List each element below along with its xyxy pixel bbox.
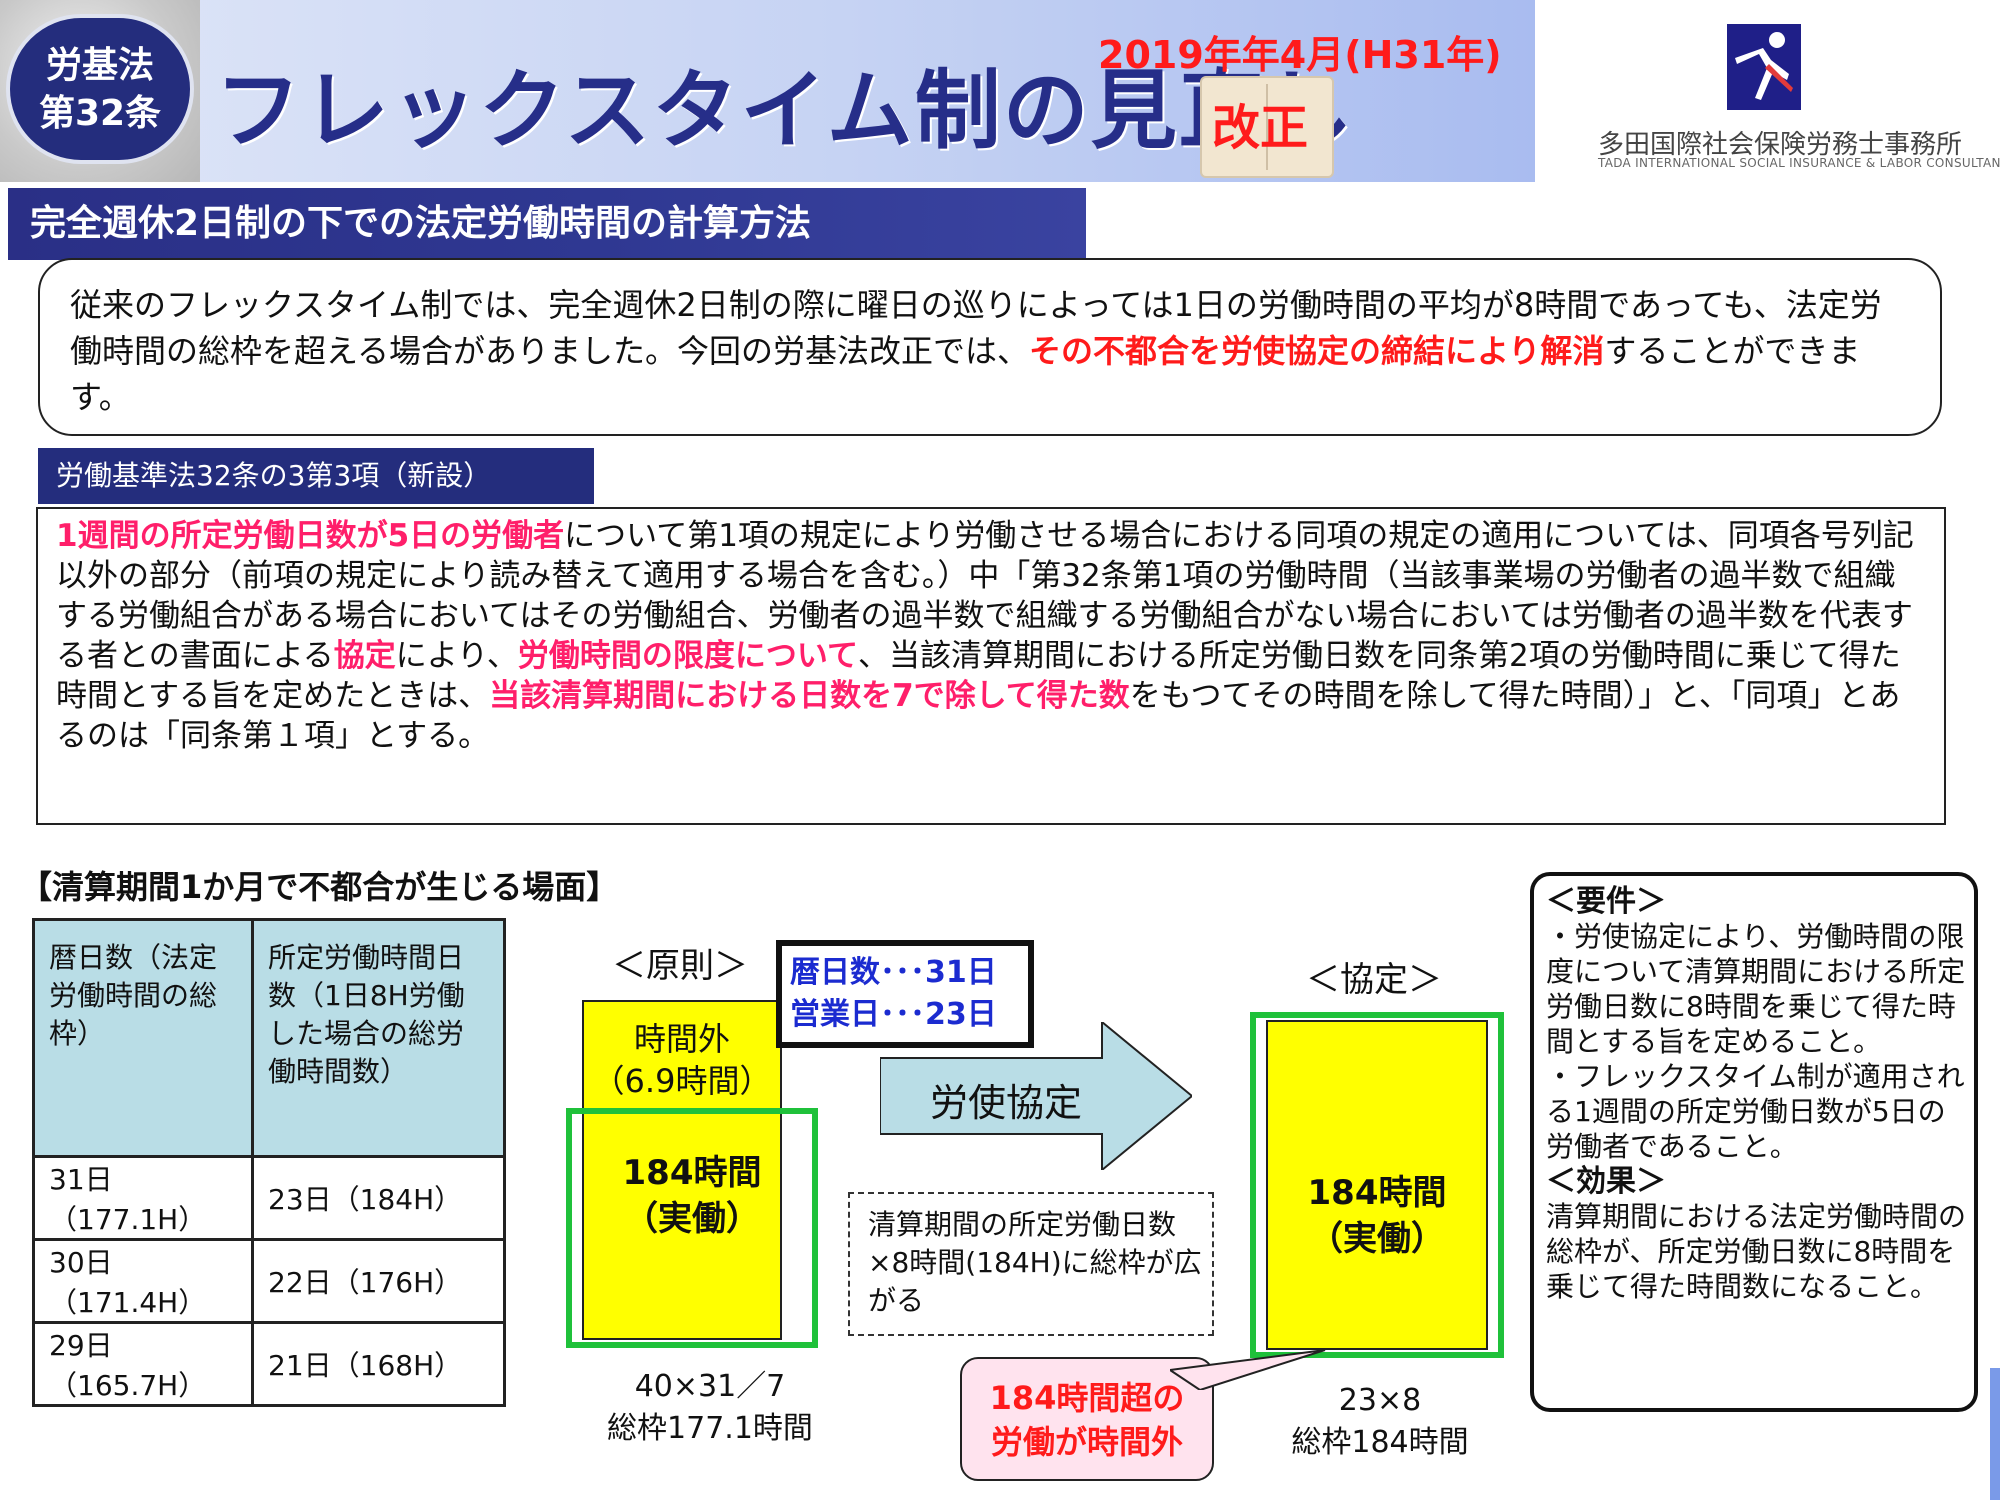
table-row: 31日（177.1H） 23日（184H） — [32, 1155, 506, 1241]
table-cell: 23日（184H） — [251, 1155, 506, 1241]
agreement-actual-line2: （実働） — [1309, 1219, 1445, 1259]
table-row: 30日（171.4H） 22日（176H） — [32, 1238, 506, 1324]
requirement-item: ・労使協定により、労働時間の限度について清算期間における所定労働日数に8時間を乗… — [1546, 920, 1966, 1058]
agreement-actual-line1: 184時間 — [1307, 1173, 1447, 1213]
principle-actual-line1: 184時間 — [622, 1153, 762, 1193]
law-badge: 労基法 第32条 — [6, 14, 194, 164]
table-cell: 22日（176H） — [251, 1238, 506, 1324]
agreement-actual: 184時間 （実働） — [1250, 1170, 1504, 1262]
open-book-icon — [1200, 76, 1334, 178]
office-name-jp: 多田国際社会保険労務士事務所 — [1598, 130, 1963, 160]
agreement-label: ＜協定＞ — [1306, 960, 1442, 1000]
principle-overtime: 時間外 （6.9時間） — [582, 1018, 782, 1102]
article-seg7: 当該清算期間における日数を7で除して得た数 — [489, 678, 1130, 714]
intro-box — [38, 258, 1942, 436]
table-cell: 29日（165.7H） — [32, 1321, 254, 1407]
info-line2: 営業日･･･23日 — [790, 997, 997, 1032]
requirement-item: ・フレックスタイム制が適用される1週間の所定労働日数が5日の労働者であること。 — [1546, 1060, 1965, 1163]
days-table: 暦日数（法定労働時間の総枠） 所定労働時間日数（1日8H労働した場合の総労働時間… — [32, 918, 506, 1407]
agreement-formula-line2: 総枠184時間 — [1291, 1425, 1469, 1460]
principle-actual: 184時間 （実働） — [566, 1150, 818, 1242]
article-seg5: 労働時間の限度について — [517, 638, 858, 674]
table-header-scheduled-days: 所定労働時間日数（1日8H労働した場合の総労働時間数） — [251, 918, 506, 1158]
intro-text: 従来のフレックスタイム制では、完全週休2日制の際に曜日の巡りによっては1日の労働… — [70, 282, 1910, 420]
info-text: 暦日数･･･31日 営業日･･･23日 — [790, 952, 997, 1036]
dashed-note-box — [848, 1192, 1214, 1336]
principle-bar — [582, 1000, 782, 1340]
right-arrow-icon — [880, 1022, 1192, 1170]
requirements-content: ＜要件＞ ・労使協定により、労働時間の限度について清算期間における所定労働日数に… — [1546, 884, 1966, 1304]
table-header-row: 暦日数（法定労働時間の総枠） 所定労働時間日数（1日8H労働した場合の総労働時間… — [32, 918, 506, 1158]
article-seg4: により、 — [395, 638, 518, 674]
info-line1: 暦日数･･･31日 — [790, 955, 997, 990]
principle-formula-line2: 総枠177.1時間 — [607, 1411, 813, 1446]
runner-logo-icon — [1727, 24, 1801, 110]
corner-accent — [1990, 1368, 2000, 1500]
callout-line1: 184時間超の — [989, 1379, 1185, 1417]
effect-text: 清算期間における法定労働時間の総枠が、所定労働日数に8時間を乗じて得た時間数にな… — [1546, 1200, 1967, 1303]
article-label: 労働基準法32条の3第3項（新設） — [38, 448, 594, 504]
article-seg3: 協定 — [333, 638, 396, 674]
info-box — [776, 940, 1034, 1048]
principle-frame — [566, 1108, 818, 1348]
callout-tail-icon — [1170, 1350, 1326, 1390]
callout-box — [960, 1357, 1214, 1481]
intro-highlight: その不都合を労使協定の締結により解消 — [1029, 332, 1605, 370]
agreement-bar — [1266, 1020, 1488, 1350]
page-title: フレックスタイム制の見直し — [215, 61, 1355, 161]
dashed-note-text: 清算期間の所定労働日数×8時間(184H)に総枠が広がる — [868, 1208, 1202, 1317]
effect-heading: ＜効果＞ — [1546, 1164, 1666, 1199]
agreement-formula-line1: 23×8 — [1338, 1383, 1422, 1418]
office-name-en: TADA INTERNATIONAL SOCIAL INSURANCE & LA… — [1598, 156, 2000, 170]
article-seg2: について第1項の規定により労働させる場合における同項の規定の適用については、同項… — [56, 518, 1914, 674]
article-text: 1週間の所定労働日数が5日の労働者について第1項の規定により労働させる場合におけ… — [56, 516, 1926, 756]
table-cell: 30日（171.4H） — [32, 1238, 254, 1324]
callout-line2: 労働が時間外 — [990, 1423, 1183, 1461]
requirements-box — [1530, 872, 1978, 1412]
callout-text: 184時間超の 労働が時間外 — [960, 1376, 1214, 1464]
intro-part1: 従来のフレックスタイム制では、完全週休2日制の際に曜日の巡りによっては1日の労働… — [70, 286, 1882, 370]
arrow-label: 労使協定 — [930, 1081, 1083, 1125]
principle-formula-line1: 40×31／7 — [634, 1369, 786, 1404]
article-seg8: をもつてその時間を除して得た時間）」と、「同項」とあるのは「同条第１項」とする。 — [56, 678, 1901, 754]
article-box — [36, 507, 1946, 825]
article-seg6: 、当該清算期間における所定労働日数を同条第2項の労働時間に乗じて得た時間とする旨… — [56, 638, 1901, 714]
table-cell: 21日（168H） — [251, 1321, 506, 1407]
runner-logo-svg — [1727, 24, 1801, 110]
principle-overtime-line1: 時間外 — [633, 1020, 730, 1058]
section-title: 完全週休2日制の下での法定労働時間の計算方法 — [8, 188, 1086, 260]
table-header-calendar-days: 暦日数（法定労働時間の総枠） — [32, 918, 254, 1158]
table-row: 29日（165.7H） 21日（168H） — [32, 1321, 506, 1407]
law-badge-line2: 第32条 — [38, 93, 162, 134]
table-cell: 31日（177.1H） — [32, 1155, 254, 1241]
intro-part2: することができます。 — [70, 332, 1861, 416]
agreement-formula: 23×8 総枠184時間 — [1240, 1380, 1520, 1464]
revision-label: 改正 — [1212, 100, 1309, 156]
principle-actual-line2: （実働） — [624, 1199, 760, 1239]
law-badge-line1: 労基法 — [45, 45, 154, 86]
requirements-heading: ＜要件＞ — [1546, 884, 1666, 919]
lower-heading: 【清算期間1か月で不都合が生じる場面】 — [20, 868, 619, 906]
principle-formula: 40×31／7 総枠177.1時間 — [560, 1366, 860, 1450]
revision-date: 2019年年4月(H31年) — [1098, 33, 1502, 77]
article-seg1: 1週間の所定労働日数が5日の労働者 — [56, 518, 565, 554]
principle-label: ＜原則＞ — [612, 946, 748, 986]
agreement-frame — [1250, 1012, 1504, 1358]
principle-overtime-line2: （6.9時間） — [592, 1062, 772, 1100]
